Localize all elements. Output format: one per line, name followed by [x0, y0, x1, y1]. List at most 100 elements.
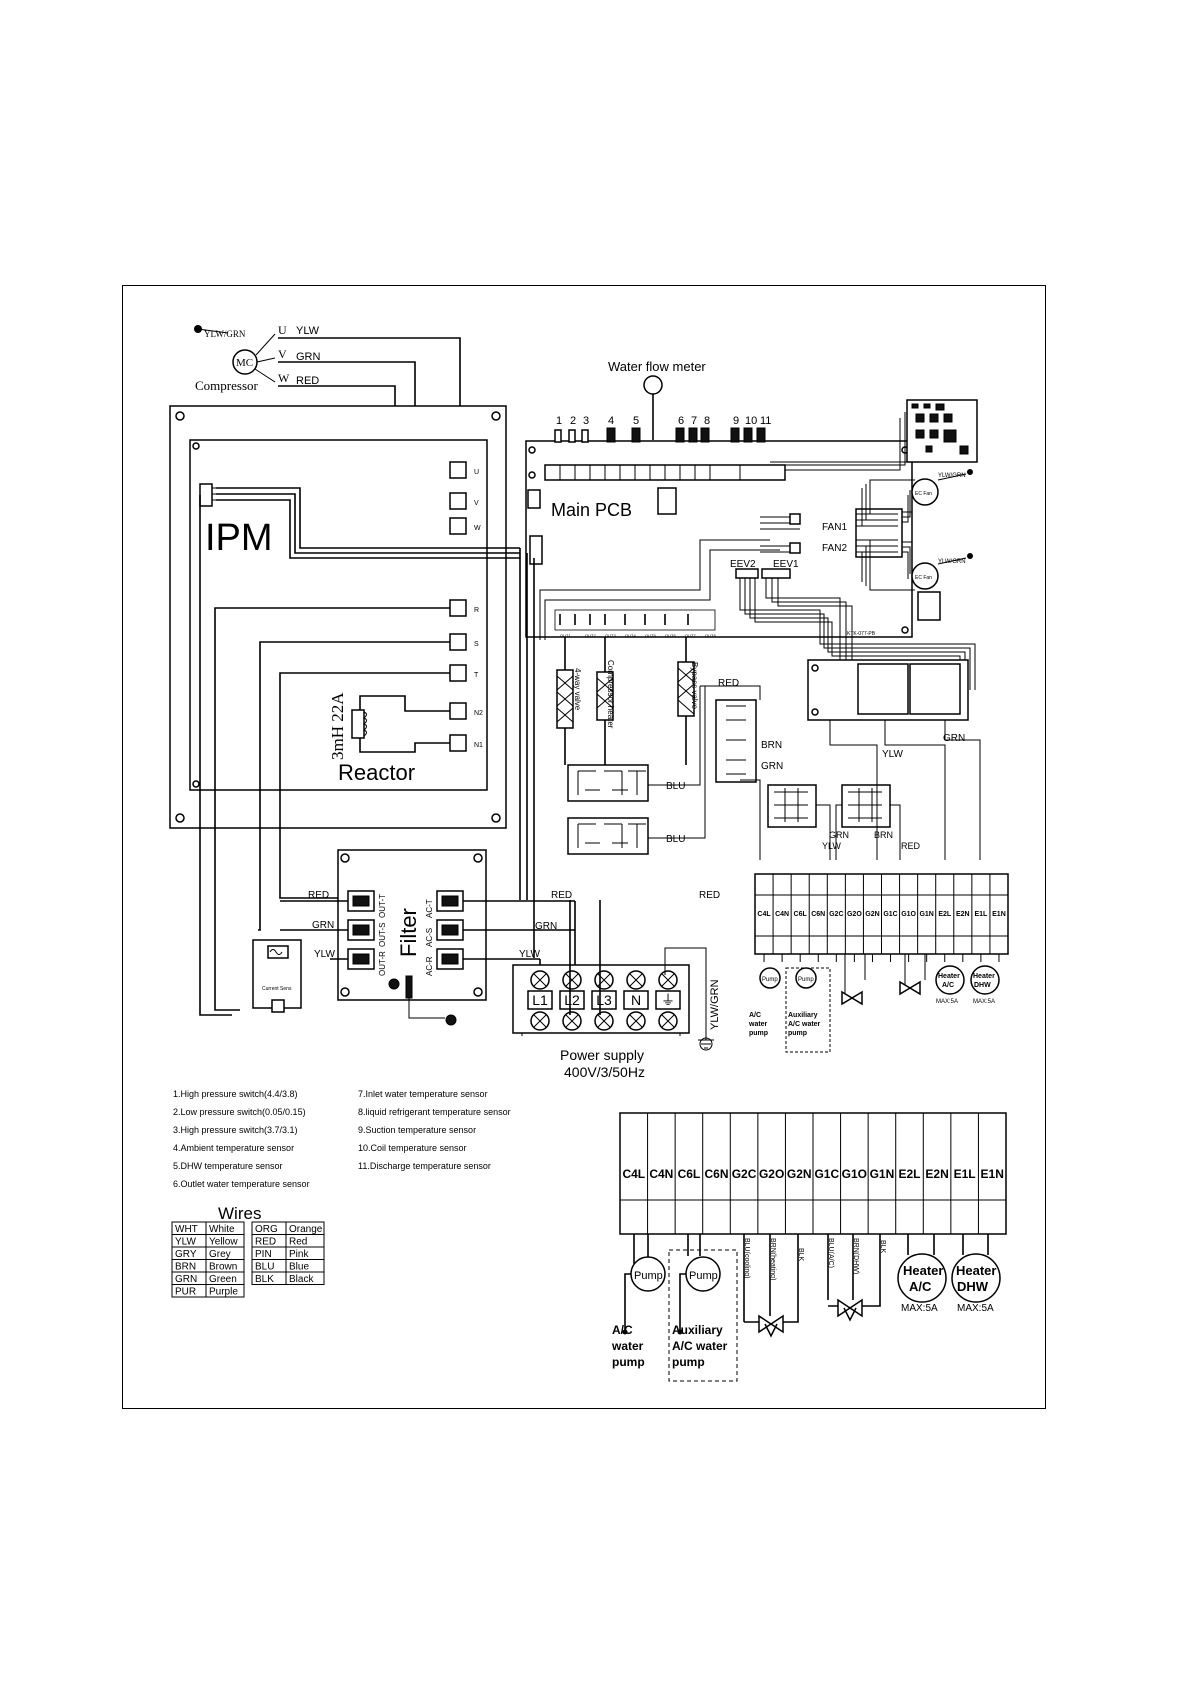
- sensor-8-number: 8: [704, 415, 710, 427]
- wire-color-name: Green: [209, 1274, 237, 1285]
- ps-terminal-label: ⏚: [661, 992, 675, 1008]
- ipm-terminal-v: V: [474, 500, 479, 507]
- wire-code: GRY: [175, 1249, 197, 1260]
- ylw-label-switch: YLW: [822, 841, 841, 851]
- wire-color-name: Red: [289, 1237, 307, 1248]
- red-label-filter: RED: [308, 890, 329, 901]
- filter-out-r: OUT-R: [378, 951, 387, 976]
- current-sensor: Current Sens: [252, 939, 302, 1013]
- strip-top-terminal: G1N: [919, 911, 933, 918]
- wire-color-name: Purple: [209, 1287, 238, 1298]
- fan2-motor-label: EC Fan: [915, 575, 932, 581]
- out1-label: OUT1: [560, 633, 571, 638]
- valve2-icon: [758, 1314, 784, 1338]
- sensor-legend-7: 7.Inlet water temperature sensor: [358, 1089, 488, 1099]
- filter-out-s: OUT-S: [378, 923, 387, 947]
- strip-detail-terminal: E2L: [898, 1167, 920, 1181]
- power-ground-icon: [699, 1037, 713, 1051]
- sensor-legend-5: 5.DHW temperature sensor: [173, 1161, 283, 1171]
- mini-heater-ac-rating: MAX:5A: [936, 999, 958, 1005]
- terminal-loads-detail: Pump A/C water pump Pump Auxiliary A/C w…: [611, 1234, 1001, 1382]
- filter-out-t: OUT-T: [378, 894, 387, 918]
- water-flow-meter-label: Water flow meter: [608, 359, 706, 374]
- sensor-legend-6: 6.Outlet water temperature sensor: [173, 1179, 310, 1189]
- ipm-terminal-w: W: [474, 525, 481, 532]
- wire-color-name: Yellow: [209, 1237, 238, 1248]
- water-flow-meter: Water flow meter: [608, 359, 706, 440]
- strip-top-terminal: E2L: [938, 911, 952, 918]
- wire-code: BRN: [175, 1262, 196, 1273]
- four-way-valve-label: 4-way valve: [573, 668, 582, 711]
- fan2-label: FAN2: [822, 543, 847, 554]
- aux-pump-caption-2: A/C water: [672, 1339, 728, 1353]
- ipm-terminal-u: U: [474, 469, 479, 476]
- strip-top-terminal: E1N: [992, 911, 1006, 918]
- sensor-legend: 1.High pressure switch(4.4/3.8) 2.Low pr…: [173, 1089, 511, 1189]
- strip-top-terminal: E2N: [956, 911, 970, 918]
- phase-w-pin: W: [278, 371, 290, 385]
- mini-ac-pump-caption-3: pump: [749, 1030, 768, 1037]
- reactor-rating: 3mH 22A: [328, 692, 347, 760]
- out8-label: OUT8: [705, 633, 716, 638]
- filter-ac-s: AC-S: [425, 928, 434, 947]
- strip-top-terminal: G1O: [901, 911, 916, 918]
- water-flow-meter-icon: [643, 375, 663, 395]
- fan1-motor-label: EC Fan: [915, 491, 932, 497]
- red-label-right: RED: [699, 890, 720, 901]
- strip-top-terminal: C6L: [794, 911, 808, 918]
- ps-terminal-box: [591, 990, 617, 1010]
- mini-heater-ac-label-1: Heater: [938, 973, 960, 980]
- wire-color-name: White: [209, 1224, 235, 1235]
- brn-label-switch: BRN: [874, 830, 893, 840]
- wire-code: GRN: [175, 1274, 197, 1285]
- mini-ac-pump-label: Pump: [762, 977, 778, 983]
- ac-pump-caption-3: pump: [612, 1355, 645, 1369]
- display-module: [906, 399, 978, 463]
- ps-terminal-label: L1: [532, 992, 548, 1008]
- ps-terminal-box: [655, 990, 681, 1010]
- valve2-wire-blu: BLU(cooling): [743, 1238, 750, 1278]
- grn-label-switch: GRN: [829, 830, 849, 840]
- sensor-3-number: 3: [583, 415, 589, 427]
- sensor-legend-1: 1.High pressure switch(4.4/3.8): [173, 1089, 298, 1099]
- main-pcb-model: KTK-077-PB: [847, 631, 876, 637]
- strip-top-terminal: C6N: [811, 911, 825, 918]
- filter-ground-icon: [445, 1014, 457, 1026]
- brn-label-relay: BRN: [761, 740, 782, 751]
- ipm-terminal-s: S: [474, 641, 479, 648]
- bypass-valve-label: Bypass valve: [690, 662, 699, 710]
- strip-detail-terminal: E2N: [925, 1167, 948, 1181]
- valve2-wire-brn: BRN(heating): [769, 1238, 776, 1280]
- strip-detail-terminal: G1N: [870, 1167, 895, 1181]
- wires-title: Wires: [218, 1204, 261, 1223]
- wire-color-name: Black: [289, 1274, 314, 1285]
- sensor-5-number: 5: [633, 415, 639, 427]
- heater-dhw-icon: [951, 1253, 1001, 1303]
- ylw-label-filter: YLW: [314, 949, 335, 960]
- strip-top-terminal: G2N: [865, 911, 879, 918]
- sensor-9-number: 9: [733, 415, 739, 427]
- strip-top-terminal: G2O: [847, 911, 862, 918]
- sensor-10-number: 10: [745, 415, 757, 427]
- aux-pump-dashed-box: [668, 1249, 738, 1382]
- mini-heater-dhw-rating: MAX:5A: [973, 999, 995, 1005]
- strip-top-terminal: E1L: [974, 911, 988, 918]
- out6-label: OUT6: [665, 633, 676, 638]
- pcb-outputs: OUT1 OUT2 OUT3 OUT4 OUT5 OUT6 OUT7 OUT8: [554, 609, 716, 638]
- ps-terminal-box: [559, 990, 585, 1010]
- valve1-wire-brn: BRN(DHW): [852, 1238, 859, 1274]
- sensor-plugs: [554, 427, 766, 443]
- strip-top-terminal: G2C: [829, 911, 843, 918]
- eev2-label: EEV2: [730, 559, 756, 570]
- diagram-frame: [122, 285, 1046, 1409]
- blu-label-2: BLU: [666, 834, 685, 845]
- sensor-legend-10: 10.Coil temperature sensor: [358, 1143, 467, 1153]
- compressor-label: Compressor: [195, 378, 259, 393]
- sensor-2-number: 2: [570, 415, 576, 427]
- phase-u-wire: YLW: [296, 325, 320, 337]
- strip-detail-terminal: G2N: [787, 1167, 812, 1181]
- aux-pump-caption-1: Auxiliary: [672, 1323, 723, 1337]
